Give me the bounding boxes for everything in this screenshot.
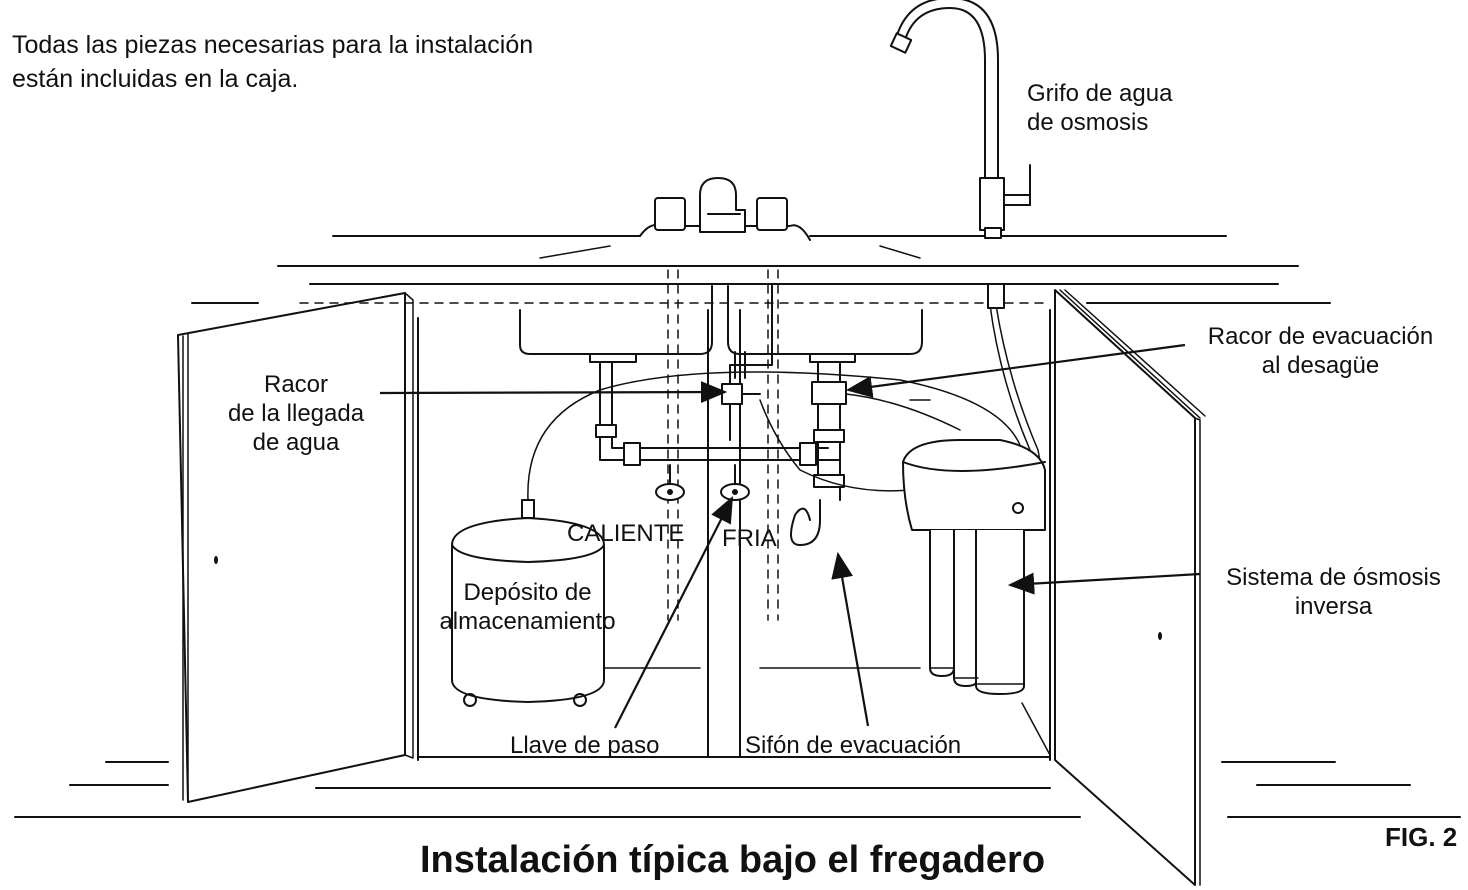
hot-label: CALIENTE	[567, 520, 685, 547]
callout-arrows	[379, 343, 1201, 729]
feed-label-line-3: de agua	[252, 429, 340, 456]
faucet-label-line-2: de osmosis	[1027, 109, 1149, 136]
left-door	[177, 292, 414, 803]
tank-label-line-1: Depósito de	[463, 579, 592, 606]
intro-line-2: están incluidas en la caja.	[12, 65, 299, 93]
ro-label-line-1: Sistema de ósmosis	[1226, 564, 1441, 591]
drain-saddle-label-line-1: Racor de evacuación	[1207, 323, 1434, 350]
supply-lines	[655, 284, 773, 501]
faucet-label-line-1: Grifo de agua	[1027, 80, 1173, 107]
countertop	[277, 224, 1299, 285]
intro-text: Todas las piezas necesarias para la inst…	[12, 28, 533, 96]
storage-tank	[451, 499, 605, 707]
feed-label-line-1: Racor	[263, 371, 329, 398]
feed-fitting-label: Racor de la llegada de agua	[196, 370, 396, 457]
valve-label: Llave de paso	[510, 732, 660, 759]
tank-label: Depósito de almacenamiento	[420, 578, 635, 636]
drain-saddle-arrow	[845, 343, 1186, 398]
ro-arrow	[1007, 572, 1201, 595]
faucet-label: Grifo de agua de osmosis	[1027, 79, 1172, 137]
trap-label: Sifón de evacuación	[745, 732, 962, 759]
ro-label-line-2: inversa	[1294, 593, 1373, 620]
figure-number: FIG. 2	[1385, 822, 1458, 852]
cold-label: FRIA	[722, 525, 777, 552]
osmosis-faucet	[889, 0, 1031, 239]
valve-arrow	[614, 496, 733, 729]
drain-saddle-label-line-2: al desagüe	[1261, 352, 1380, 379]
feed-arrow	[379, 381, 728, 404]
drain-saddle-label: Racor de evacuación al desagüe	[1188, 322, 1453, 380]
diagram-title: Instalación típica bajo el fregadero	[420, 839, 1046, 881]
sink-faucet	[654, 177, 788, 233]
sink-basins	[519, 285, 923, 363]
drain-pipes	[595, 361, 847, 546]
right-door	[1021, 289, 1206, 886]
intro-line-1: Todas las piezas necesarias para la inst…	[12, 31, 534, 59]
trap-arrow	[831, 551, 870, 727]
ro-system-label: Sistema de ósmosis inversa	[1206, 563, 1461, 621]
feed-label-line-2: de la llegada	[227, 400, 365, 427]
tank-label-line-2: almacenamiento	[439, 608, 616, 635]
ro-system	[902, 439, 1046, 695]
